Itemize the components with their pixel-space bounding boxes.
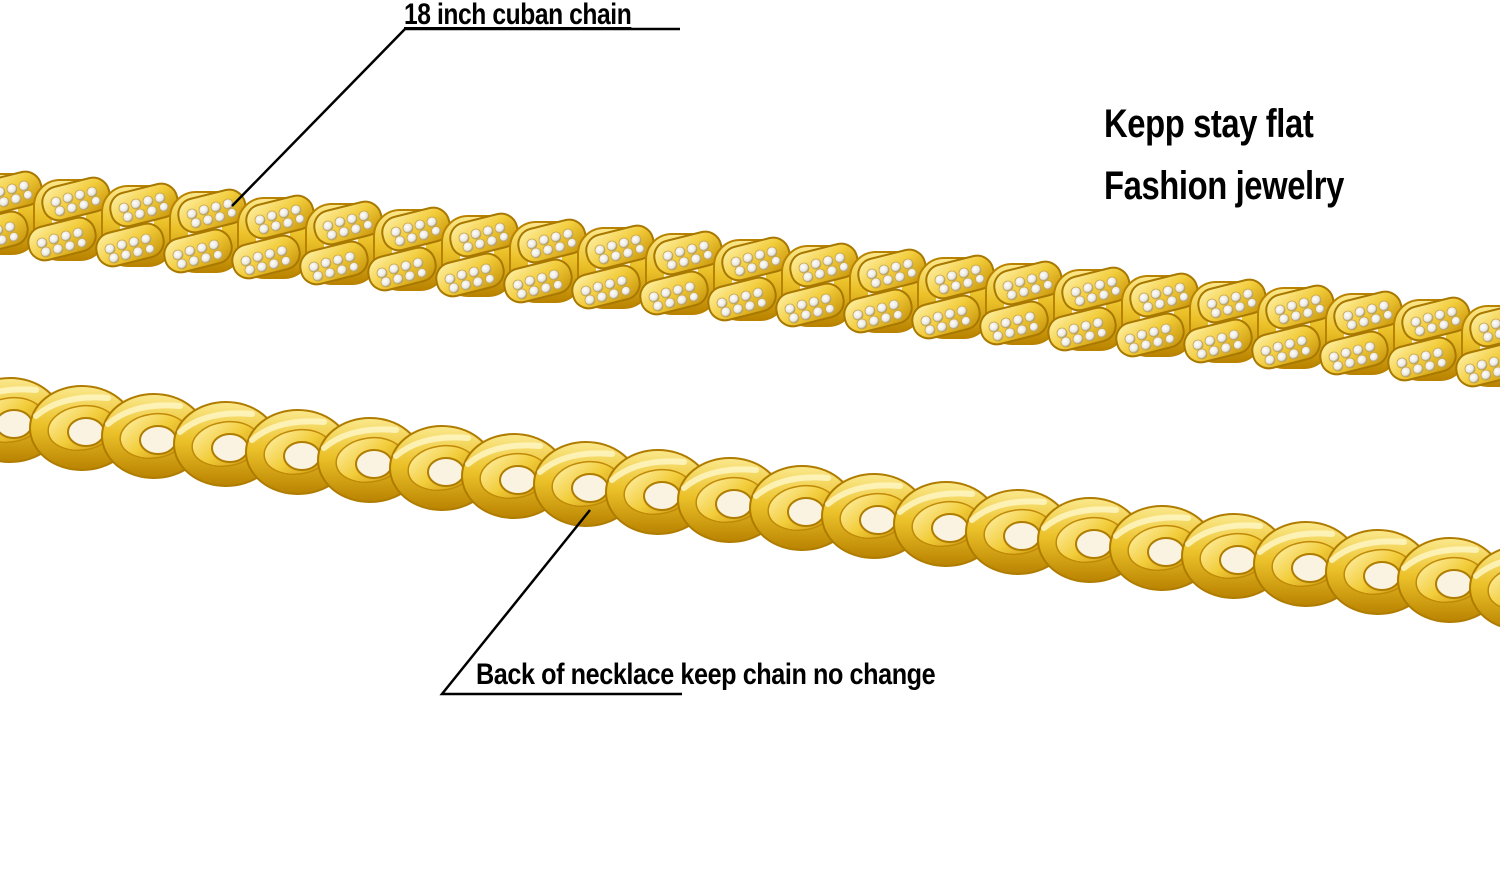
plain-cuban-chain [0, 378, 1500, 630]
top-callout-label: 18 inch cuban chain [404, 0, 632, 31]
callout-leader-lines [231, 27, 682, 696]
bottom-callout-leader [439, 509, 682, 696]
headline-line-2: Fashion jewelry [1104, 164, 1344, 208]
bottom-callout-label: Back of necklace keep chain no change [476, 658, 936, 691]
top-callout-leader [231, 27, 680, 207]
headline-line-1: Kepp stay flat [1104, 102, 1314, 146]
